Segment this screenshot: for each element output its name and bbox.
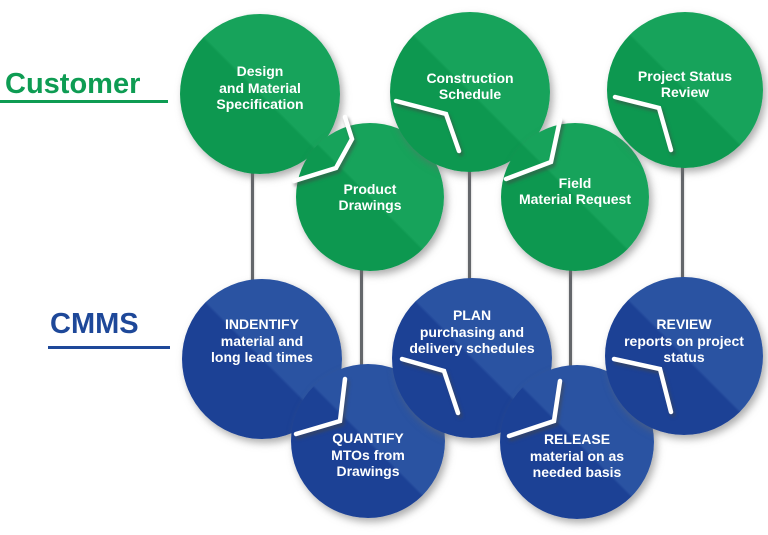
- customer-row-label: Customer: [5, 68, 141, 100]
- circle-label: QUANTIFY MTOs from Drawings: [331, 430, 405, 480]
- circle-review-reports: REVIEW reports on project status: [605, 277, 763, 435]
- connector-line: [468, 92, 471, 358]
- circle-label: INDENTIFY material and long lead times: [211, 316, 313, 366]
- connector-line: [569, 197, 572, 442]
- circle-label: Product Drawings: [338, 180, 402, 213]
- circle-label: Field Material Request: [518, 174, 632, 207]
- connector-line: [251, 95, 254, 359]
- customer-underline: [0, 100, 168, 103]
- circle-label: PLAN purchasing and delivery schedules: [409, 307, 535, 357]
- circle-label: RELEASE material on as needed basis: [529, 431, 625, 481]
- connector-line: [681, 90, 684, 357]
- cmms-row-label: CMMS: [50, 308, 139, 340]
- circle-label: REVIEW reports on project status: [624, 316, 744, 366]
- connector-line: [360, 197, 363, 441]
- circle-label: Construction Schedule: [426, 69, 514, 102]
- circle-project-status-review: Project Status Review: [607, 12, 763, 168]
- circle-label: Design and Material Specification: [216, 63, 304, 113]
- cmms-underline: [48, 346, 170, 349]
- circle-field-material-request: Field Material Request: [501, 123, 649, 271]
- circle-label: Project Status Review: [637, 67, 733, 100]
